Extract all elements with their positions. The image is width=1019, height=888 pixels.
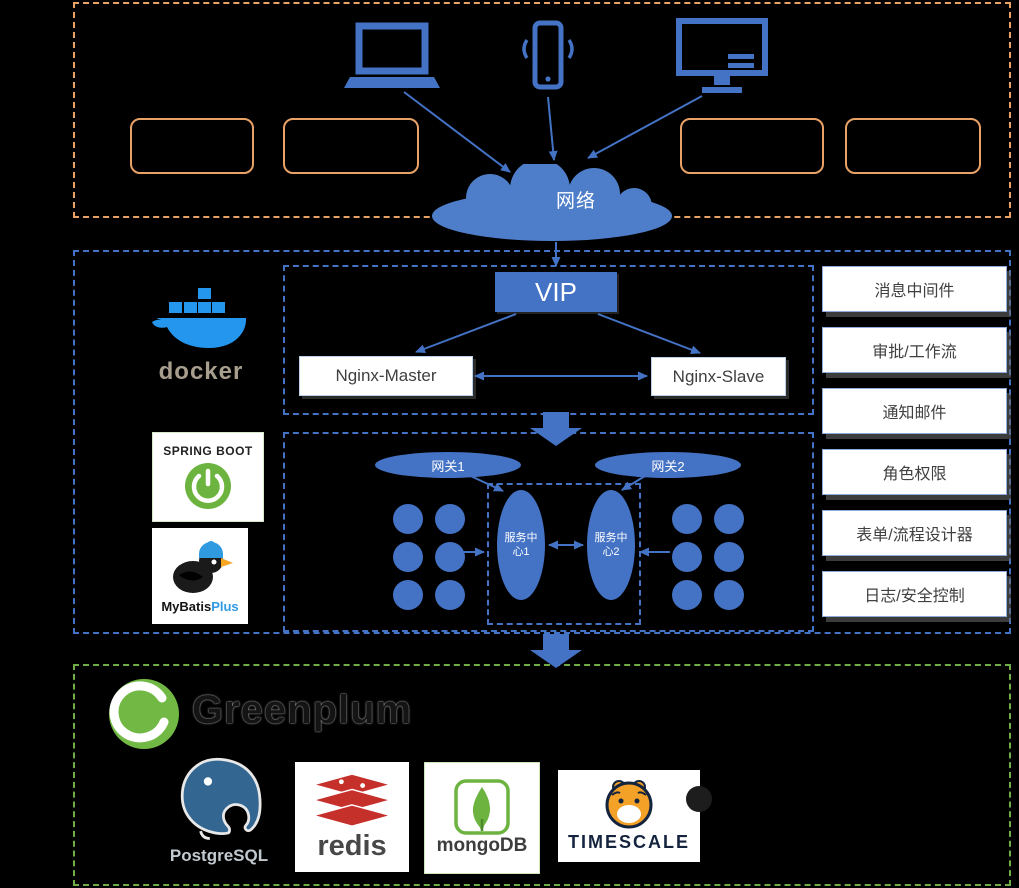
service-center-1-label: 服务中心1 <box>504 531 538 558</box>
network-cloud-label: 网络 <box>555 191 596 212</box>
service-node <box>393 580 423 610</box>
service-node <box>393 504 423 534</box>
client-placeholder-box-1 <box>130 118 254 174</box>
greenplum-ring-icon <box>106 676 182 752</box>
docker-logo: docker <box>148 282 254 386</box>
greenplum-label: Greenplum <box>192 688 413 732</box>
mybatis-label-part2: Plus <box>211 598 239 614</box>
smartphone-icon <box>516 20 580 96</box>
mybatis-plus-logo: MyBatisPlus <box>152 528 248 624</box>
gateway-1: 网关1 <box>375 452 521 478</box>
redis-logo: redis <box>295 762 409 872</box>
service-node <box>672 580 702 610</box>
timescale-label: TIMESCALE <box>567 832 690 852</box>
network-cloud: 网络 <box>428 164 676 242</box>
mongodb-leaf-icon <box>454 779 510 835</box>
module-approval-workflow: 审批/工作流 <box>822 327 1007 373</box>
application-zone <box>73 250 1011 634</box>
service-center-2-label: 服务中心2 <box>594 531 628 558</box>
client-placeholder-box-4 <box>845 118 981 174</box>
nginx-slave-box: Nginx-Slave <box>651 357 786 396</box>
mongodb-label: mongoDB <box>436 835 528 856</box>
service-node <box>435 504 465 534</box>
mongodb-logo: mongoDB <box>424 762 540 874</box>
docker-whale-icon <box>152 288 247 348</box>
mybatis-label: MyBatisPlus <box>161 599 238 614</box>
module-notification-mail: 通知邮件 <box>822 388 1007 434</box>
spring-boot-logo: SPRING BOOT <box>152 432 264 522</box>
docker-label: docker <box>158 358 244 385</box>
mybatis-bird-icon <box>173 540 233 593</box>
postgresql-elephant-icon <box>180 757 262 840</box>
service-node <box>435 580 465 610</box>
vip-box: VIP <box>495 272 617 312</box>
timescale-tiger-icon <box>605 780 653 829</box>
module-log-security: 日志/安全控制 <box>822 571 1007 617</box>
service-node <box>393 542 423 572</box>
laptop-icon <box>344 22 440 90</box>
service-node <box>672 504 702 534</box>
spring-power-icon <box>185 463 231 509</box>
module-role-permission: 角色权限 <box>822 449 1007 495</box>
service-node <box>435 542 465 572</box>
redis-label: redis <box>317 829 387 862</box>
spring-boot-label: SPRING BOOT <box>163 444 253 458</box>
dark-dot <box>686 786 712 812</box>
block-arrow-down-2 <box>530 634 582 668</box>
service-center-2: 服务中心2 <box>587 490 635 600</box>
nginx-master-box: Nginx-Master <box>299 356 473 396</box>
service-node <box>672 542 702 572</box>
service-node <box>714 580 744 610</box>
gateway-2: 网关2 <box>595 452 741 478</box>
redis-stack-icon <box>310 773 394 827</box>
module-message-middleware: 消息中间件 <box>822 266 1007 312</box>
client-placeholder-box-3 <box>680 118 824 174</box>
postgresql-logo: PostgreSQL <box>163 752 275 872</box>
monitor-icon <box>676 18 768 96</box>
postgresql-label: PostgreSQL <box>169 846 269 865</box>
service-center-1: 服务中心1 <box>497 490 545 600</box>
service-node <box>714 542 744 572</box>
timescale-logo: TIMESCALE <box>558 770 700 862</box>
service-node <box>714 504 744 534</box>
mybatis-label-part1: MyBatis <box>161 598 212 614</box>
module-form-flow-designer: 表单/流程设计器 <box>822 510 1007 556</box>
client-placeholder-box-2 <box>283 118 419 174</box>
